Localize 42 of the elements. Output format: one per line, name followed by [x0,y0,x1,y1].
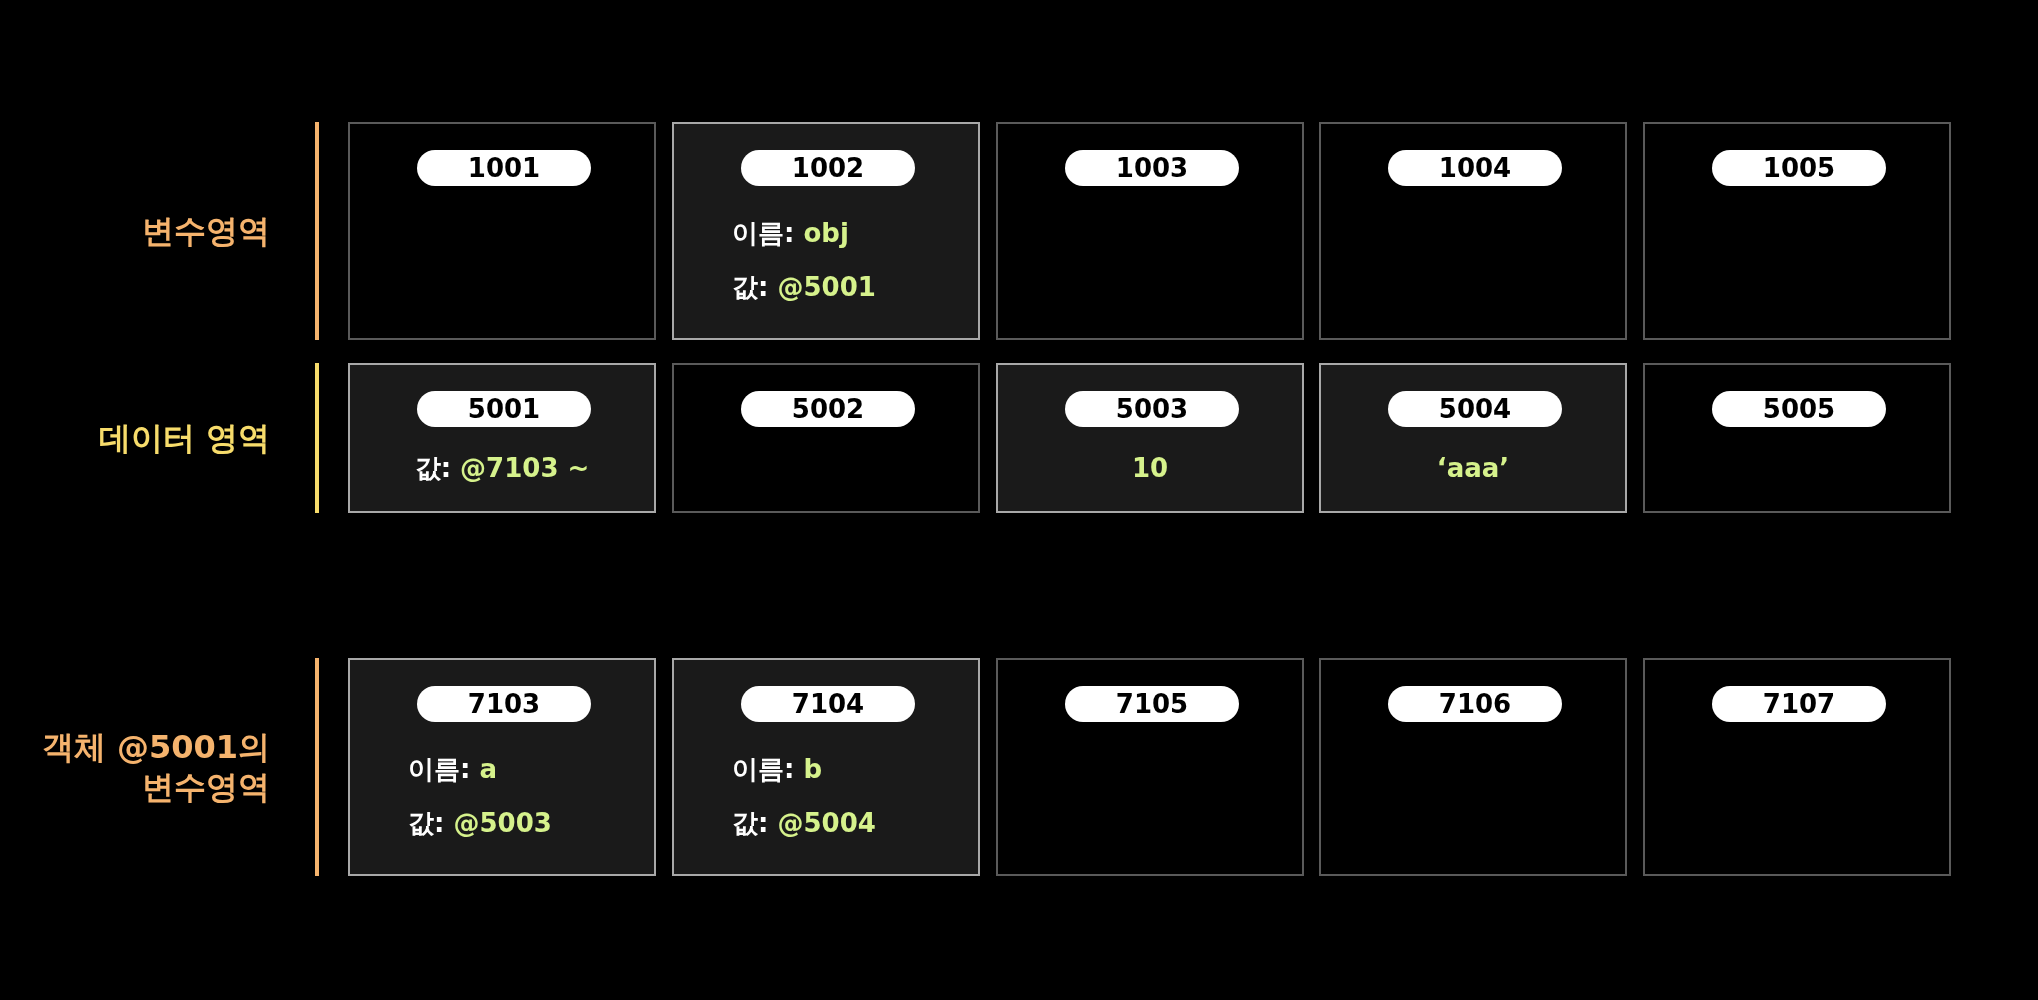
address-pill: 7107 [1712,686,1886,722]
memory-cell [672,363,980,513]
cell-text: 값: @7103 ~ [413,452,591,485]
address-pill: 1002 [741,150,915,186]
memory-cell [1319,363,1627,513]
memory-cell [996,658,1304,876]
cell-text: 이름: obj [732,217,849,250]
memory-cell [348,363,656,513]
address-pill: 1001 [417,150,591,186]
address-pill: 1005 [1712,150,1886,186]
address-pill: 7105 [1065,686,1239,722]
memory-cell [672,122,980,340]
address-pill: 7106 [1388,686,1562,722]
address-pill: 5005 [1712,391,1886,427]
address-pill: 1003 [1065,150,1239,186]
memory-cell [1319,658,1627,876]
address-pill: 1004 [1388,150,1562,186]
cell-text: 값: @5004 [732,807,876,840]
address-pill: 7104 [741,686,915,722]
row-label: 변수영역 [141,211,270,251]
cell-text: 값: @5003 [408,807,552,840]
memory-cell [348,658,656,876]
cell-text: 10 [1130,452,1170,485]
memory-cell [1643,363,1951,513]
memory-cell [1643,658,1951,876]
address-pill: 5003 [1065,391,1239,427]
cell-text: 값: @5001 [732,271,876,304]
address-pill: 7103 [417,686,591,722]
cell-text: ‘aaa’ [1435,452,1511,485]
cell-text: 이름: b [732,753,823,786]
memory-cell [996,363,1304,513]
address-pill: 5001 [417,391,591,427]
memory-cell [672,658,980,876]
cell-text: 이름: a [408,753,497,786]
row-label: 데이터 영역 [97,418,270,458]
memory-cell [348,122,656,340]
memory-cell [996,122,1304,340]
address-pill: 5004 [1388,391,1562,427]
memory-cell [1319,122,1627,340]
row-label: 객체 @5001의 변수영역 [40,727,270,807]
address-pill: 5002 [741,391,915,427]
memory-cell [1643,122,1951,340]
